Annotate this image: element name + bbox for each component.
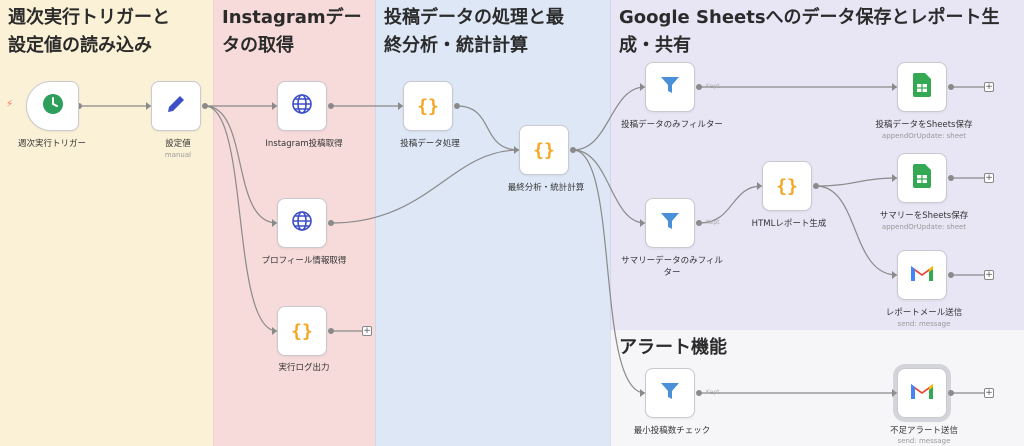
node-save-posts-sheets[interactable] [897, 62, 947, 112]
node-post-processing[interactable]: {} [403, 81, 453, 131]
node-label: 実行ログ出力 [278, 363, 330, 373]
node-instagram-posts[interactable] [277, 81, 327, 131]
node-label: 設定値 [165, 139, 191, 149]
node-label: 最小投稿数チェック [633, 426, 711, 436]
code-braces-icon: {} [776, 175, 798, 197]
code-braces-icon: {} [533, 139, 555, 161]
zone-title: 投稿データの処理と最 終分析・統計計算 [384, 7, 564, 56]
add-node-button[interactable]: + [984, 388, 994, 398]
node-alert-mail[interactable] [897, 368, 947, 418]
add-node-button[interactable]: + [984, 270, 994, 280]
node-subtitle: send: message [897, 320, 951, 328]
node-execution-log[interactable]: {} [277, 306, 327, 356]
kept-label: Kept [706, 83, 720, 90]
filter-icon [659, 74, 681, 100]
node-label: HTMLレポート生成 [751, 219, 827, 229]
node-label: Instagram投稿取得 [265, 139, 343, 149]
wire [815, 177, 898, 187]
node-label: 週次実行トリガー [17, 139, 86, 149]
node-report-mail[interactable] [897, 250, 947, 300]
node-settings[interactable] [151, 81, 201, 131]
bolt-icon: ⚡ [6, 99, 14, 110]
node-save-summary-sheets[interactable] [897, 153, 947, 203]
kept-label: Kept [706, 389, 720, 396]
node-subtitle: appendOrUpdate: sheet [881, 132, 967, 140]
wire [204, 105, 278, 332]
pencil-icon [164, 92, 188, 120]
node-filter-posts[interactable] [645, 62, 695, 112]
node-label: プロフィール情報取得 [261, 256, 347, 266]
code-braces-icon: {} [291, 320, 313, 342]
filter-icon [659, 380, 681, 406]
zone-title: Instagramデー タの取得 [222, 7, 362, 56]
filter-icon [659, 210, 681, 236]
zone-sheets: Google Sheetsへのデータ保存とレポート生 成・共有 [610, 0, 1024, 330]
node-filter-summary[interactable] [645, 198, 695, 248]
kept-label: Kept [706, 219, 720, 226]
node-label: 最終分析・統計計算 [507, 183, 585, 193]
sheets-icon [913, 164, 931, 192]
gmail-icon [910, 382, 934, 404]
node-final-analysis[interactable]: {} [519, 125, 569, 175]
wire [572, 149, 646, 394]
wire [204, 105, 278, 224]
zone-title: 週次実行トリガーと 設定値の読み込み [8, 7, 170, 56]
add-node-button[interactable]: + [362, 326, 372, 336]
node-label: サマリーデータのみフィル ター [621, 256, 723, 278]
globe-icon [290, 92, 314, 120]
wire [456, 105, 520, 151]
node-subtitle: appendOrUpdate: sheet [881, 223, 967, 231]
node-subtitle: send: message [897, 437, 951, 445]
node-subtitle: manual [164, 151, 192, 159]
code-braces-icon: {} [417, 95, 439, 117]
gmail-icon [910, 264, 934, 286]
wire [815, 185, 898, 276]
node-filter-min-posts[interactable] [645, 368, 695, 418]
node-label: 投稿データのみフィルター [621, 120, 723, 130]
zone-trigger: 週次実行トリガーと 設定値の読み込み [0, 0, 213, 446]
zone-processing: 投稿データの処理と最 終分析・統計計算 [375, 0, 610, 446]
wire [698, 185, 763, 224]
node-html-report[interactable]: {} [762, 161, 812, 211]
node-profile[interactable] [277, 198, 327, 248]
add-node-button[interactable]: + [984, 82, 994, 92]
node-label: サマリーをSheets保存 [879, 211, 969, 221]
wire [330, 149, 520, 224]
zone-title: アラート機能 [619, 337, 727, 358]
node-weekly-trigger[interactable] [26, 81, 79, 131]
node-label: レポートメール送信 [885, 308, 963, 318]
wire [572, 86, 646, 151]
globe-icon [290, 209, 314, 237]
node-label: 投稿データ処理 [400, 139, 460, 149]
node-label: 投稿データをSheets保存 [875, 120, 973, 130]
clock-icon [42, 93, 64, 119]
add-node-button[interactable]: + [984, 173, 994, 183]
sheets-icon [913, 73, 931, 101]
node-label: 不足アラート送信 [889, 426, 958, 436]
wire [572, 149, 646, 224]
zone-title: Google Sheetsへのデータ保存とレポート生 成・共有 [619, 7, 1000, 56]
